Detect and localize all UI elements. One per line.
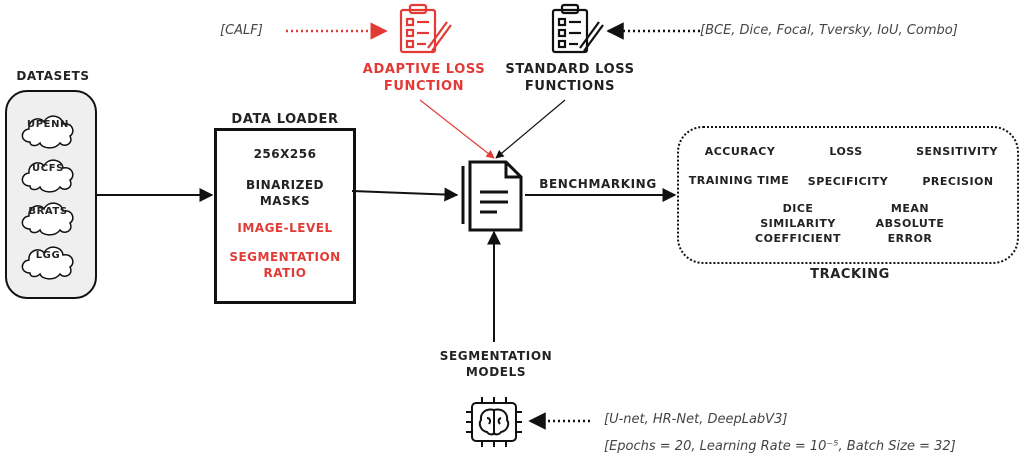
- brain-chip-icon: [466, 397, 522, 447]
- dataset-brats: BRATS: [28, 206, 68, 217]
- segmentation-params: [Epochs = 20, Learning Rate = 10⁻⁵, Batc…: [604, 439, 956, 454]
- metric-loss: LOSS: [829, 145, 863, 158]
- loader-seg-ratio-line1: SEGMENTATION: [229, 250, 341, 264]
- dataset-ucfs: UCFS: [32, 163, 64, 174]
- arrow-standard-to-doc: [495, 99, 566, 159]
- metric-precision: PRECISION: [922, 175, 994, 188]
- arrow-adaptive-to-doc: [419, 99, 495, 159]
- arrow-loader-to-doc: [351, 187, 459, 202]
- clipboard-red-icon: [399, 3, 452, 54]
- calf-note: [CALF]: [220, 23, 263, 38]
- metric-training-time: TRAINING TIME: [688, 174, 790, 187]
- dataset-lgg: LGG: [35, 250, 61, 261]
- dataset-clouds: [21, 115, 74, 280]
- segmentation-title-line2: MODELS: [465, 365, 527, 379]
- metric-specificity: SPECIFICITY: [807, 175, 889, 188]
- data-loader-title: DATA LOADER: [231, 112, 339, 127]
- metric-mae-line2: ABSOLUTE: [875, 217, 945, 230]
- adaptive-loss-title-line2: FUNCTION: [383, 79, 465, 94]
- metric-mae-line1: MEAN: [890, 202, 930, 215]
- dataset-upenn: UPENN: [26, 119, 70, 130]
- tracking-container: [677, 126, 1019, 264]
- data-loader-box: [214, 128, 356, 304]
- datasets-title: DATASETS: [16, 69, 90, 83]
- metric-dice-line2: SIMILARITY: [760, 217, 836, 230]
- tracking-title: TRACKING: [810, 267, 890, 282]
- metric-accuracy: ACCURACY: [704, 145, 776, 158]
- loader-resolution: 256X256: [253, 147, 317, 161]
- standard-loss-title-line1: STANDARD LOSS: [505, 62, 635, 77]
- loader-seg-ratio-line2: RATIO: [263, 266, 307, 280]
- segmentation-models-list: [U-net, HR-Net, DeepLabV3]: [604, 412, 788, 427]
- loader-masks-line1: BINARIZED: [245, 178, 324, 192]
- loader-masks-line2: MASKS: [259, 194, 311, 208]
- metric-dice-line1: DICE: [782, 202, 814, 215]
- document-icon: [461, 160, 523, 232]
- standard-loss-title-line2: FUNCTIONS: [524, 79, 616, 94]
- standard-loss-list: [BCE, Dice, Focal, Tversky, IoU, Combo]: [700, 23, 958, 38]
- benchmarking-label: BENCHMARKING: [539, 177, 657, 191]
- metric-dice-line3: COEFFICIENT: [755, 232, 841, 245]
- loader-image-level: IMAGE-LEVEL: [237, 221, 333, 235]
- metric-mae-line3: ERROR: [887, 232, 933, 245]
- metric-sensitivity: SENSITIVITY: [916, 145, 998, 158]
- clipboard-icon: [551, 3, 604, 54]
- segmentation-title-line1: SEGMENTATION: [439, 349, 553, 363]
- adaptive-loss-title-line1: ADAPTIVE LOSS: [362, 62, 486, 77]
